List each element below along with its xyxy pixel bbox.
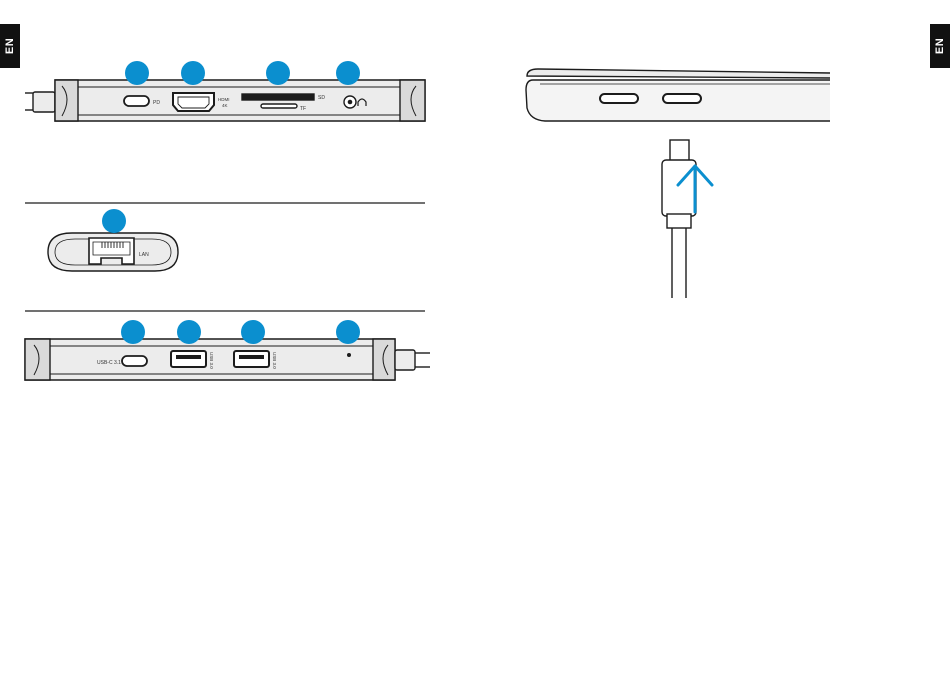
hub-cable-left (25, 92, 55, 112)
sd-card-slot (242, 94, 314, 100)
laptop-side-illustration (526, 69, 830, 121)
sd-label: SD (318, 95, 325, 101)
callout-marker (125, 61, 149, 85)
hub-end-cap-right (400, 80, 425, 121)
hub-rear-illustration (25, 339, 430, 380)
hub-cable-right (395, 350, 430, 370)
callout-marker (266, 61, 290, 85)
tf-label: TF (300, 106, 306, 112)
hub-end-cap-left (25, 339, 50, 380)
usb-a-2-label: USB 3.0 (272, 352, 277, 369)
hdmi-resolution-label: 4K (222, 103, 228, 108)
hub-end-cap-right (373, 339, 395, 380)
pd-label: PD (153, 100, 160, 106)
lan-label: LAN (139, 252, 149, 258)
hdmi-label: HDMI (218, 97, 230, 102)
callout-marker (102, 209, 126, 233)
power-indicator-light (347, 353, 351, 357)
hub-lan-side-illustration (48, 233, 178, 271)
usb-c-label: USB-C 3.1 (97, 360, 121, 366)
callout-marker (336, 320, 360, 344)
laptop-usb-c-port (600, 94, 638, 103)
callout-marker (177, 320, 201, 344)
laptop-lid (527, 69, 830, 78)
usb-c-plug-tip (670, 140, 689, 162)
usb-c-port (122, 356, 147, 366)
pd-port (124, 96, 149, 106)
callout-marker (181, 61, 205, 85)
tf-card-slot (261, 104, 297, 108)
callout-marker (336, 61, 360, 85)
laptop-usb-c-port (663, 94, 701, 103)
callout-marker (241, 320, 265, 344)
callout-marker (121, 320, 145, 344)
usb-c-cable-illustration (662, 140, 696, 298)
usb-a-1-label: USB 3.0 (209, 352, 214, 369)
